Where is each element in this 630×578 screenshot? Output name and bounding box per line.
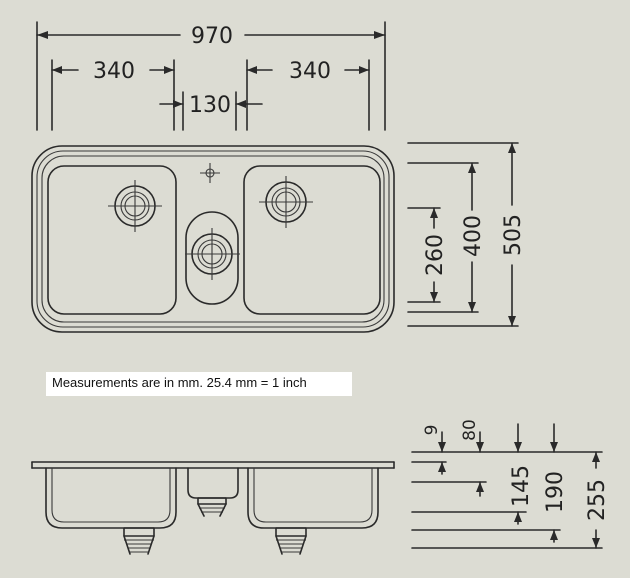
dim-255-label: 255 [585,479,610,521]
dim-340-left-label: 340 [93,59,135,84]
middle-bowl [185,211,239,305]
dimension-340-left: 340 [51,59,175,131]
side-dimension-lines [411,451,603,549]
right-drain-icon [259,176,313,228]
faucet-hole-icon [200,163,220,183]
dimension-255: 255 [585,451,610,549]
measurement-note: Measurements are in mm. 25.4 mm = 1 inch [46,372,352,396]
dimension-970: 970 [36,21,386,131]
dim-505-label: 505 [501,214,526,256]
left-bowl [47,165,177,315]
left-drain-trap-icon [123,527,155,555]
dim-130-label: 130 [189,93,231,118]
dim-145-label: 145 [509,465,534,507]
dim-400-label: 400 [461,215,486,257]
dim-80-label: 80 [460,419,480,441]
middle-drain-icon [185,228,240,280]
dimension-9: 9 [422,425,446,475]
dimension-130: 130 [159,91,263,131]
dimension-260: 260 [423,207,448,303]
sink-side-view [31,461,395,529]
dimension-80: 80 [460,419,484,497]
sink-top-view [31,145,395,333]
middle-drain-trap-icon [197,497,227,517]
dimension-340-right: 340 [246,59,370,131]
right-drain-trap-icon [275,527,307,555]
dim-340-right-label: 340 [289,59,331,84]
dim-9-label: 9 [422,425,442,436]
dim-970-label: 970 [191,24,233,49]
dim-190-label: 190 [543,471,568,513]
dimension-505: 505 [501,142,526,327]
left-drain-icon [108,180,162,232]
dim-260-label: 260 [423,234,448,276]
dimension-145: 145 [509,423,534,525]
dimension-190: 190 [543,423,568,543]
right-bowl [243,165,381,315]
dimension-400: 400 [461,162,486,313]
